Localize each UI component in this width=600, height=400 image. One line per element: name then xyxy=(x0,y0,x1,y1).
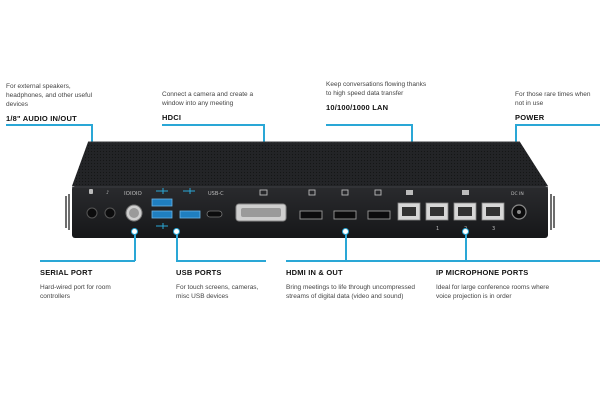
callout-usb-title: USB PORTS xyxy=(176,268,222,277)
callout-hdci-desc: Connect a camera and create a window int… xyxy=(162,91,254,107)
callout-power-title: POWER xyxy=(515,113,545,122)
callout-lan-title: 10/100/1000 LAN xyxy=(326,103,389,112)
lan-number-1: 1 xyxy=(436,226,439,232)
callout-usb-desc: For touch screens, cameras, misc USB dev… xyxy=(176,284,259,300)
usb-port-2[interactable] xyxy=(151,210,173,219)
side-vents xyxy=(65,194,555,230)
usb-c-port[interactable] xyxy=(206,210,223,218)
connector-line-usb xyxy=(176,260,266,262)
device-top-surface xyxy=(72,141,548,186)
callout-serial-title: SERIAL PORT xyxy=(40,268,93,277)
callout-usb: USB PORTS For touch screens, cameras, mi… xyxy=(176,268,271,301)
hdmi-out-port-2[interactable] xyxy=(367,210,391,220)
callout-ipmic-title: IP MICROPHONE PORTS xyxy=(436,268,529,277)
connector-line-hdmi xyxy=(286,260,446,262)
callout-hdmi-desc: Bring meetings to life through uncompres… xyxy=(286,284,415,300)
connector-line-hdmi-v xyxy=(345,234,347,261)
lan-number-3: 3 xyxy=(492,226,495,232)
callout-audio-desc: For external speakers, headphones, and o… xyxy=(6,83,93,108)
callout-lan: Keep conversations flowing thanks to hig… xyxy=(326,80,431,112)
usb-icon xyxy=(156,188,195,229)
connector-line-serial xyxy=(40,260,135,262)
callout-hdmi: HDMI IN & OUT Bring meetings to life thr… xyxy=(286,268,416,301)
callout-power: For those rare times when not in use POW… xyxy=(515,90,597,122)
power-label: DC IN xyxy=(511,191,524,197)
connector-line-hdci xyxy=(162,124,264,126)
serial-port-label: IOIOIO xyxy=(124,191,143,197)
connector-line-usb-v xyxy=(176,234,178,261)
callout-hdci-title: HDCI xyxy=(162,113,182,122)
usbc-label: USB-C xyxy=(208,191,224,197)
hdmi-icons xyxy=(308,189,382,196)
connector-line-ipmic xyxy=(436,260,600,262)
lan-icon xyxy=(406,190,469,195)
connector-line-ipmic-v xyxy=(465,234,467,261)
connector-line-serial-v xyxy=(134,234,136,261)
hdci-icon xyxy=(259,189,268,196)
connector-line-audio xyxy=(6,124,92,126)
usb-port-1[interactable] xyxy=(151,198,173,207)
callout-lan-desc: Keep conversations flowing thanks to hig… xyxy=(326,81,427,97)
callout-power-desc: For those rare times when not in use xyxy=(515,91,591,107)
callout-ipmic: IP MICROPHONE PORTS Ideal for large conf… xyxy=(436,268,566,301)
hdmi-out-port-1[interactable] xyxy=(333,210,357,220)
audio-in-jack[interactable] xyxy=(104,207,116,219)
audio-out-jack[interactable] xyxy=(86,207,98,219)
callout-audio-title: 1/8" AUDIO IN/OUT xyxy=(6,114,77,123)
audio-jack-icons: ♪ xyxy=(89,189,109,196)
callout-serial: SERIAL PORT Hard-wired port for room con… xyxy=(40,268,140,301)
svg-text:♪: ♪ xyxy=(106,190,109,196)
callout-serial-desc: Hard-wired port for room controllers xyxy=(40,284,111,300)
callout-audio: For external speakers, headphones, and o… xyxy=(6,82,98,123)
callout-hdmi-title: HDMI IN & OUT xyxy=(286,268,343,277)
hdmi-in-port[interactable] xyxy=(299,210,323,220)
connector-line-power xyxy=(515,124,600,126)
callout-ipmic-desc: Ideal for large conference rooms where v… xyxy=(436,284,550,300)
callout-hdci: Connect a camera and create a window int… xyxy=(162,90,272,122)
usb-port-3[interactable] xyxy=(179,210,201,219)
connector-line-lan xyxy=(326,124,412,126)
